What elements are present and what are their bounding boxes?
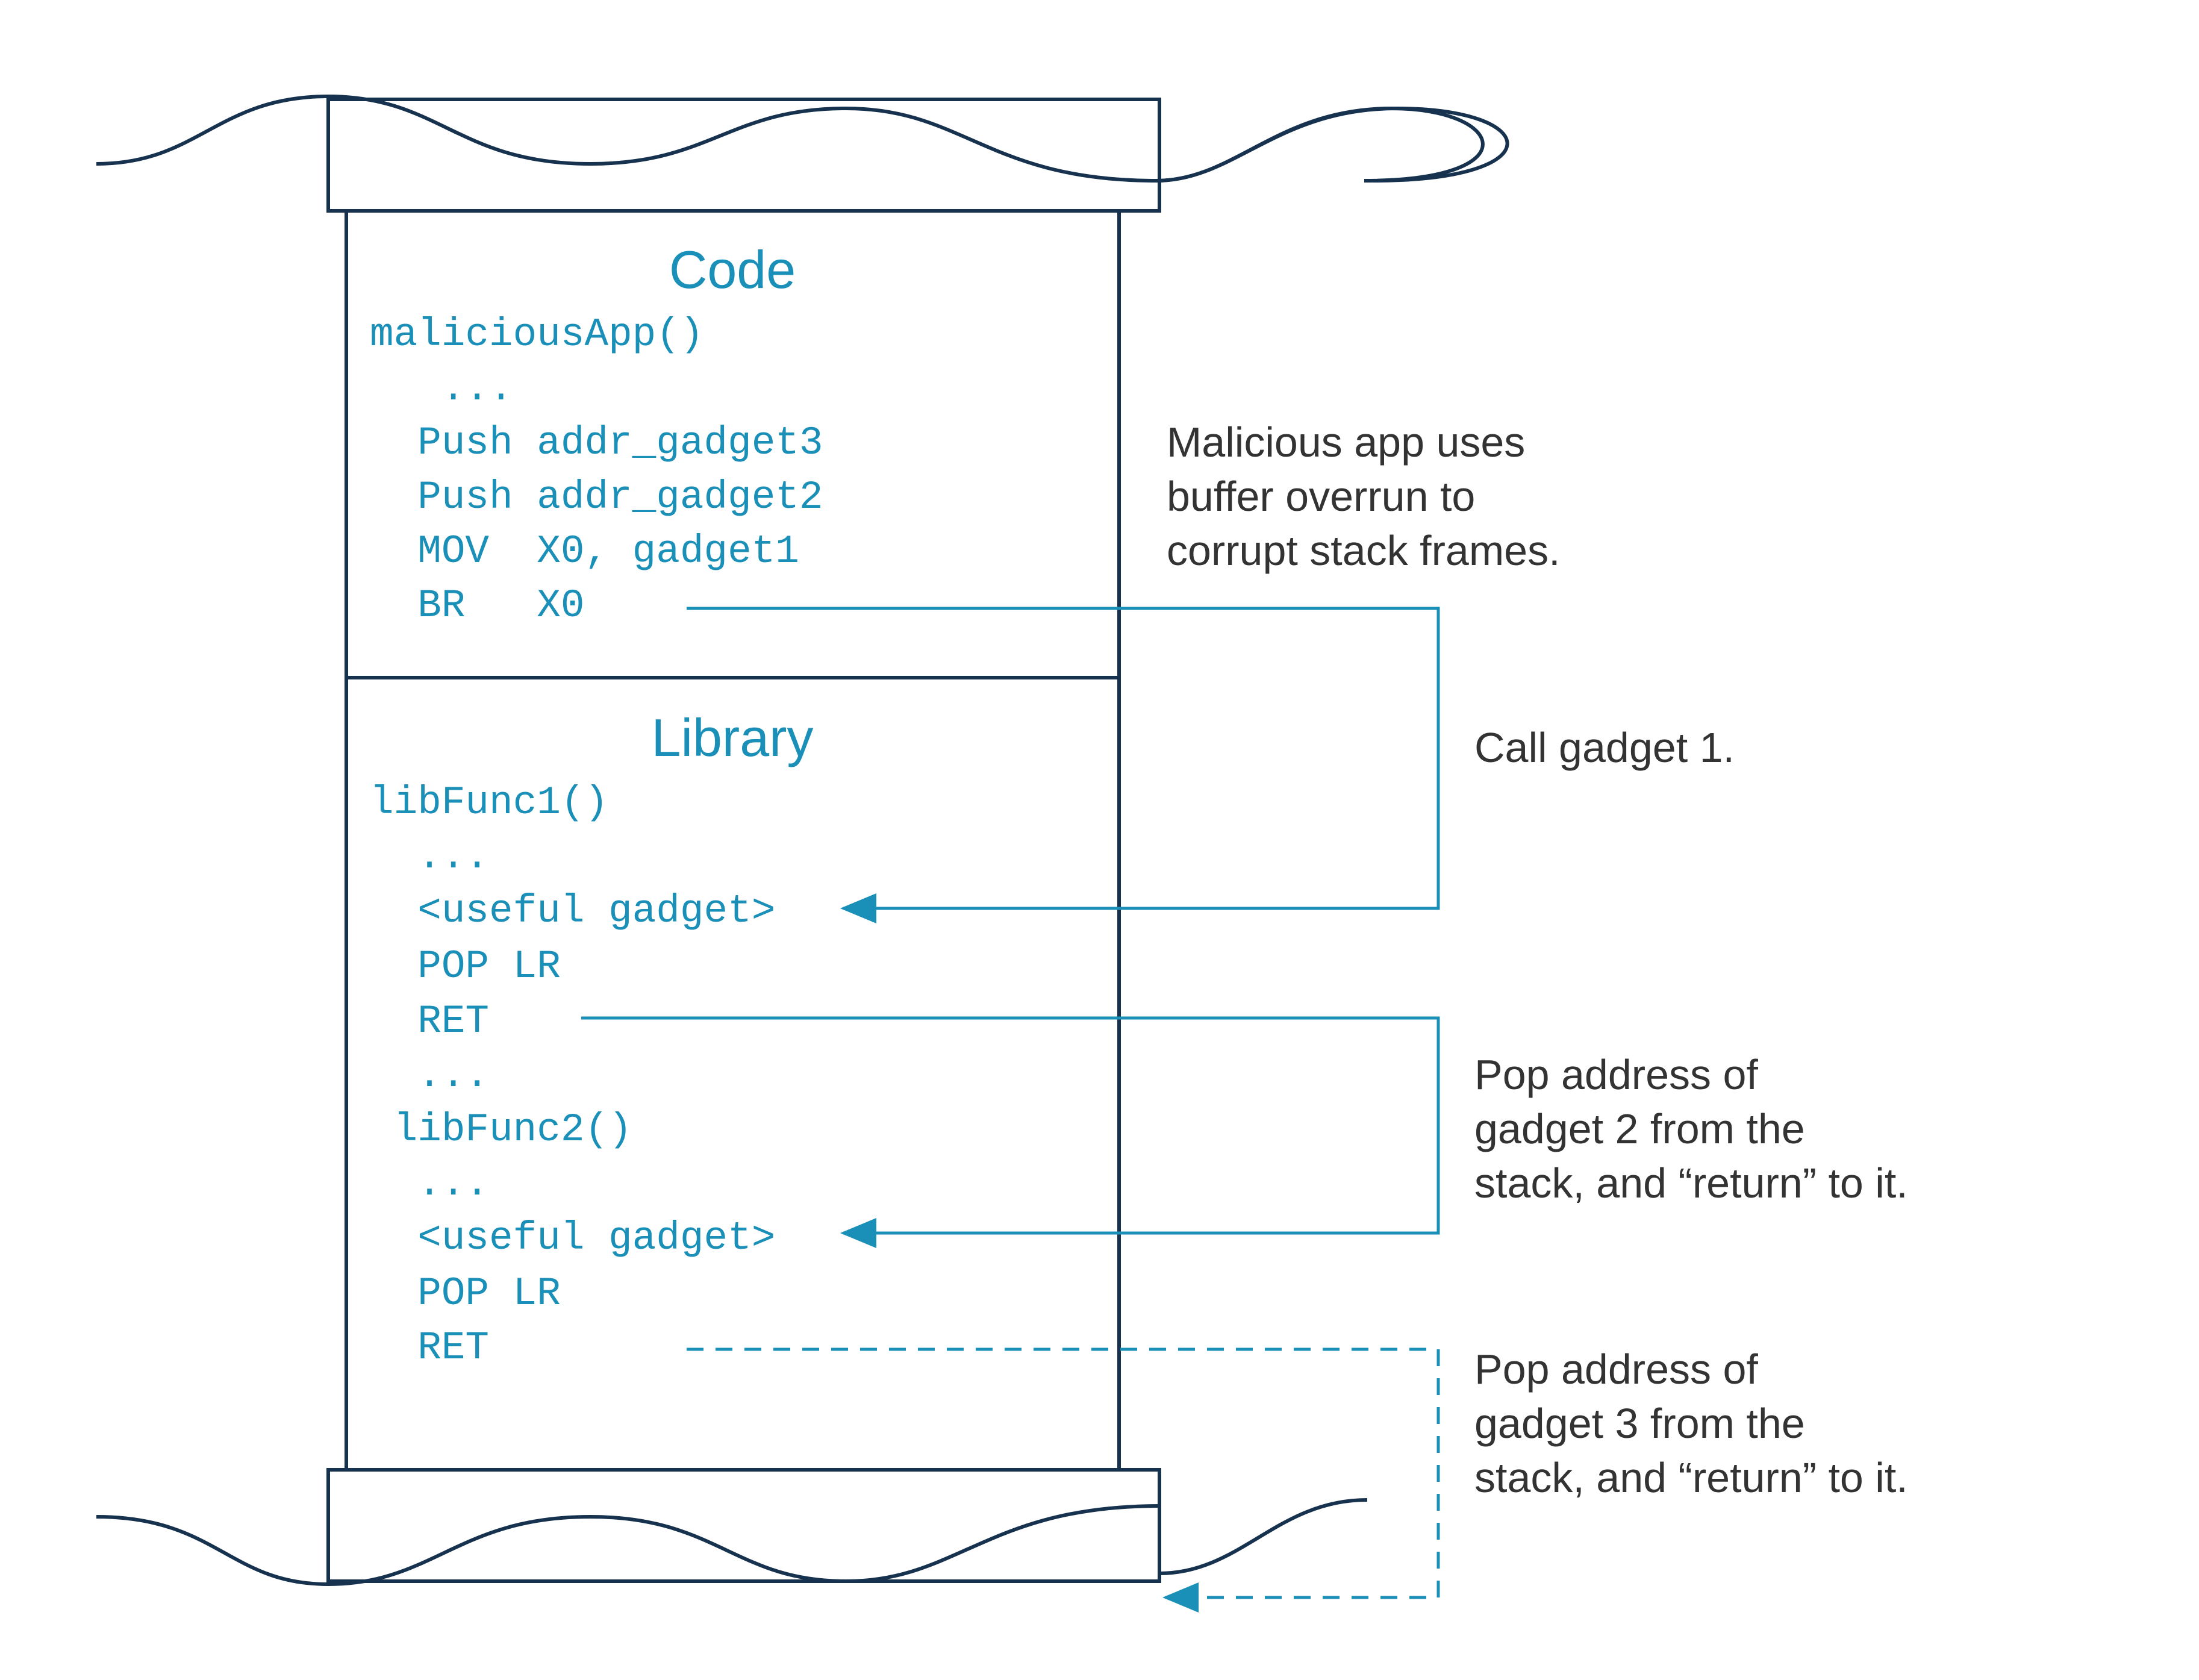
library-line: ... <box>370 1053 489 1098</box>
arrow-call-gadget1 <box>687 607 1440 923</box>
bottom-wave-line <box>96 1504 1160 1587</box>
library-line: ... <box>370 1161 489 1207</box>
note-pop-gadget3-line: Pop address of <box>1474 1346 1758 1393</box>
code-line: Push addr_gadget3 <box>370 420 823 466</box>
library-line: ... <box>370 834 489 879</box>
library-heading: Library <box>652 708 814 767</box>
library-line: POP LR <box>370 1271 561 1316</box>
library-line: RET <box>370 999 489 1044</box>
note-pop-gadget3-line: stack, and “return” to it. <box>1474 1454 1908 1501</box>
library-line: libFunc1() <box>370 780 608 825</box>
bottom-cap-box <box>326 1468 1161 1583</box>
library-line: libFunc2() <box>370 1107 632 1152</box>
library-line: <useful gadget> <box>370 888 775 934</box>
note-malicious-line: corrupt stack frames. <box>1167 527 1561 574</box>
note-pop-gadget2-line: Pop address of <box>1474 1051 1758 1098</box>
code-line: ... <box>370 366 513 411</box>
bottom-memory-cap <box>96 1468 1368 1587</box>
note-malicious-line: buffer overrun to <box>1167 473 1475 520</box>
note-pop-gadget2-line: gadget 2 from the <box>1474 1105 1805 1152</box>
code-line: MOV X0, gadget1 <box>370 529 799 574</box>
top-wave-line <box>96 94 1509 183</box>
arrow-return-gadget3 <box>687 1347 1440 1613</box>
note-pop-gadget3-line: gadget 3 from the <box>1474 1400 1805 1447</box>
code-line: maliciousApp() <box>370 312 704 357</box>
note-malicious-line: Malicious app uses <box>1167 419 1525 466</box>
note-pop-gadget2-line: stack, and “return” to it. <box>1474 1160 1908 1207</box>
top-wave-right <box>1156 106 1485 183</box>
code-line: Push addr_gadget2 <box>370 475 823 520</box>
library-line: RET <box>370 1325 489 1370</box>
note-call-gadget1: Call gadget 1. <box>1474 724 1735 771</box>
code-line: BR X0 <box>370 583 584 628</box>
top-cap-box <box>326 98 1161 213</box>
library-line: POP LR <box>370 944 561 989</box>
top-memory-cap <box>96 94 1509 213</box>
code-heading: Code <box>669 240 796 299</box>
library-line: <useful gadget> <box>370 1216 775 1261</box>
bottom-wave-right <box>1159 1498 1368 1575</box>
arrow-return-gadget2 <box>581 1016 1440 1248</box>
